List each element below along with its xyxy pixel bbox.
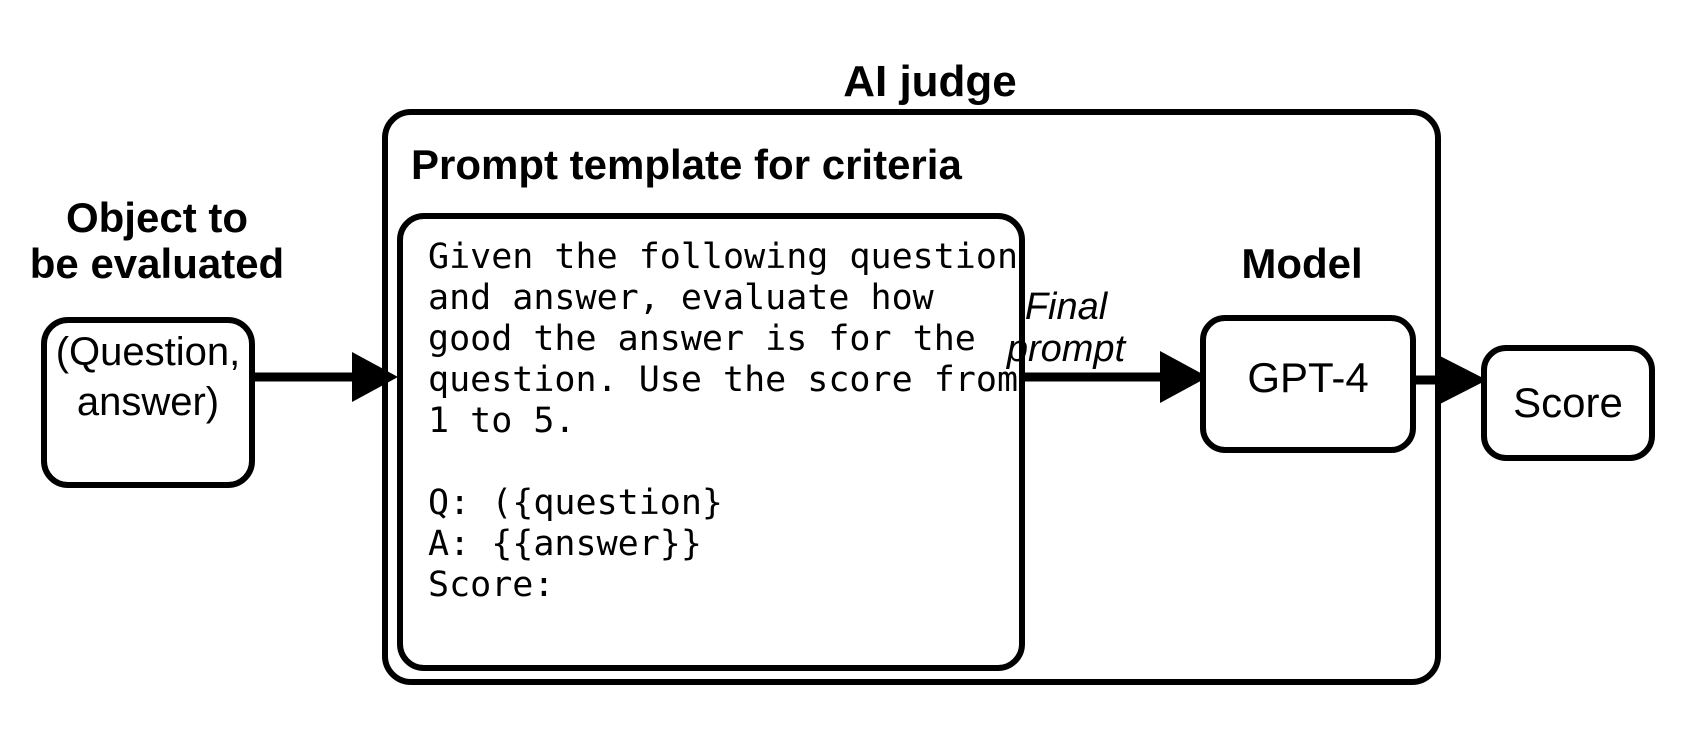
prompt-template-box: [397, 213, 1025, 671]
input-box-label-line-2: answer): [77, 380, 219, 424]
arrow-input-to-ai-judge: [252, 352, 398, 402]
prompt-text-line-0: Given the following question: [428, 237, 1018, 277]
prompt-text-line-2: good the answer is for the: [428, 319, 976, 359]
arrow-prompt-to-model: [1022, 351, 1208, 403]
prompt-text-line-6: Q: ({question}: [428, 483, 723, 523]
prompt-text-line-8: Score:: [428, 565, 554, 605]
model-caption: Model: [1241, 240, 1362, 287]
input-caption-line-1: Object to: [66, 194, 248, 241]
ai-judge-title: AI judge: [843, 57, 1017, 106]
model-box-label: GPT-4: [1247, 354, 1368, 401]
prompt-text-line-3: question. Use the score from: [428, 360, 1018, 400]
prompt-text-line-4: 1 to 5.: [428, 401, 576, 441]
final-prompt-label-line-1: Final: [1025, 286, 1109, 328]
score-box: [1481, 345, 1655, 461]
prompt-text-line-1: and answer, evaluate how: [428, 278, 935, 318]
score-box-label: Score: [1513, 379, 1623, 426]
prompt-template-heading: Prompt template for criteria: [411, 141, 962, 188]
final-prompt-label-line-2: prompt: [1006, 328, 1127, 370]
input-box: [41, 317, 255, 488]
input-box-label-line-1: (Question,: [56, 330, 241, 374]
arrow-model-to-score: [1413, 355, 1487, 405]
prompt-text-line-7: A: {{answer}}: [428, 524, 702, 564]
input-caption-line-2: be evaluated: [30, 240, 284, 287]
